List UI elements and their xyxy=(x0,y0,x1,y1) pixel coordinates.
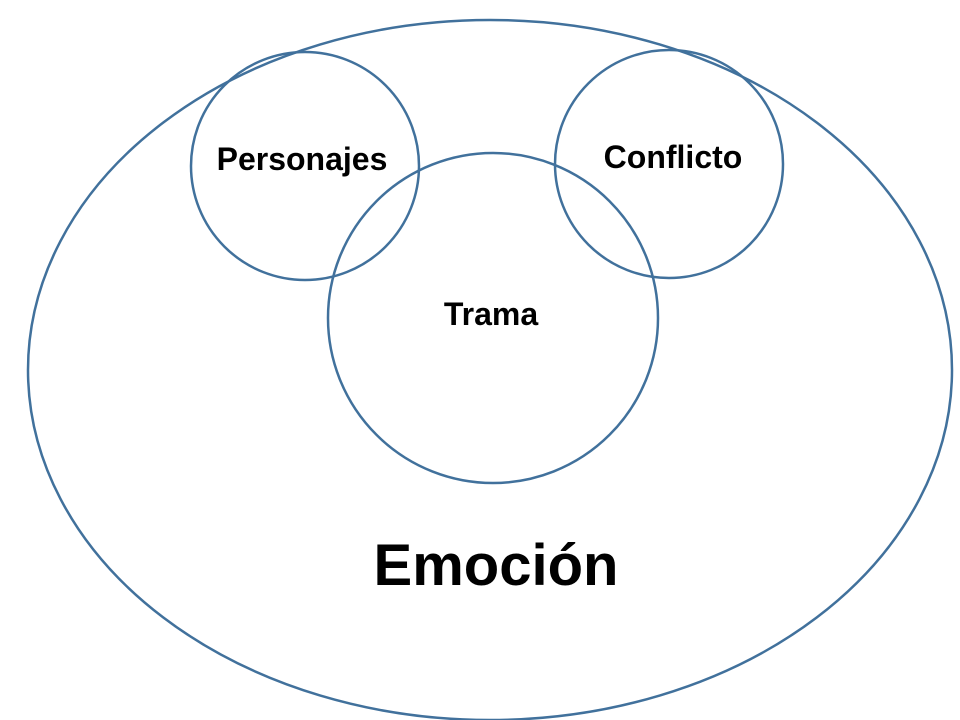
conflicto-label: Conflicto xyxy=(604,139,743,175)
personajes-label: Personajes xyxy=(217,141,388,177)
trama-label: Trama xyxy=(444,296,538,332)
emocion-ellipse xyxy=(26,18,954,720)
personajes-circle xyxy=(189,50,421,282)
trama-circle xyxy=(326,151,660,485)
emocion-label: Emoción xyxy=(374,533,619,598)
